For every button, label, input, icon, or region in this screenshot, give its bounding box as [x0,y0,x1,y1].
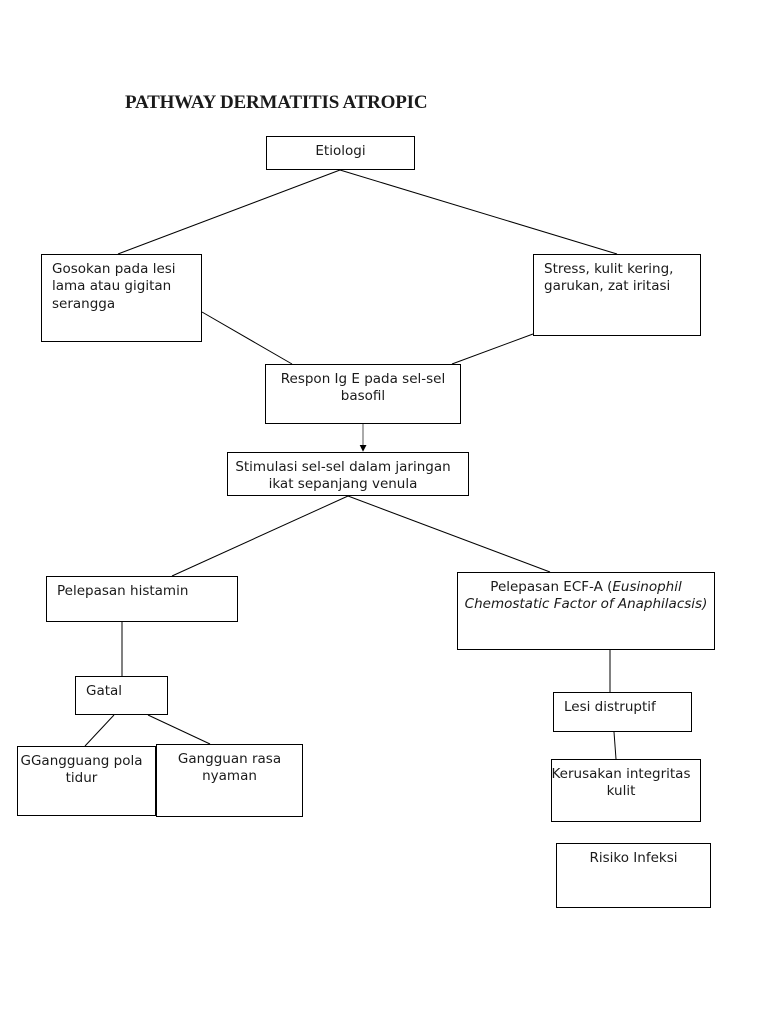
edge-lesi-kerusakan [613,731,617,760]
node-gangguan-pola-tidur[interactable]: GGangguang pola tidur [17,746,156,816]
node-gatal[interactable]: Gatal [75,676,168,715]
node-etiologi-label: Etiologi [315,143,366,159]
node-lesi-distruptif[interactable]: Lesi distruptif [553,692,692,732]
node-pelepasan-histamin-label: Pelepasan histamin [57,583,189,599]
node-risiko-infeksi-label: Risiko Infeksi [589,850,678,866]
node-gangguan-pola-tidur-label: GGangguang pola tidur [20,753,143,787]
node-lesi-distruptif-label: Lesi distruptif [564,699,656,715]
node-gatal-label: Gatal [86,683,123,699]
node-kerusakan-integritas-kulit[interactable]: Kerusakan integritas kulit [551,759,701,822]
node-gangguan-rasa-nyaman-label: Gangguan rasa nyaman [177,751,282,785]
node-risiko-infeksi[interactable]: Risiko Infeksi [556,843,711,908]
edge-stress-respon [451,333,534,365]
node-etiologi[interactable]: Etiologi [266,136,415,170]
edge-gatal-tidur [84,714,115,747]
node-kerusakan-integritas-kulit-label: Kerusakan integritas kulit [551,766,691,800]
edge-gatal-nyaman [147,714,211,745]
node-respon-ig-e[interactable]: Respon Ig E pada sel-sel basofil [265,364,461,424]
edge-etiologi-gosokan [117,169,341,255]
node-respon-ig-e-label: Respon Ig E pada sel-sel basofil [280,371,446,405]
page-title: PATHWAY DERMATITIS ATROPIC [125,92,428,113]
edge-stimulasi-histamin [171,495,349,577]
node-stimulasi-sel-sel-label: Stimulasi sel-sel dalam jaringan ikat se… [235,459,451,493]
node-gosokan-pada-lesi[interactable]: Gosokan pada lesi lama atau gigitan sera… [41,254,202,342]
node-stimulasi-sel-sel[interactable]: Stimulasi sel-sel dalam jaringan ikat se… [227,452,469,496]
node-stress-kulit-kering[interactable]: Stress, kulit kering, garukan, zat irita… [533,254,701,336]
edge-etiologi-stress [339,169,618,255]
node-stress-kulit-kering-label: Stress, kulit kering, garukan, zat irita… [544,261,674,295]
node-gangguan-rasa-nyaman[interactable]: Gangguan rasa nyaman [156,744,303,817]
node-pelepasan-ecf-a-label-italic: Eusinophil Chemostatic Factor of Anaphil… [464,579,708,613]
node-pelepasan-ecf-a-label-plain: Pelepasan ECF-A ( [490,579,613,595]
node-pelepasan-ecf-a-label: Pelepasan ECF-A (Eusinophil Chemostatic … [458,579,714,614]
node-pelepasan-ecf-a[interactable]: Pelepasan ECF-A (Eusinophil Chemostatic … [457,572,715,650]
node-gosokan-pada-lesi-label: Gosokan pada lesi lama atau gigitan sera… [52,261,176,312]
edge-gosokan-respon [201,311,293,365]
edge-stimulasi-ecfa [347,495,551,573]
node-pelepasan-histamin[interactable]: Pelepasan histamin [46,576,238,622]
